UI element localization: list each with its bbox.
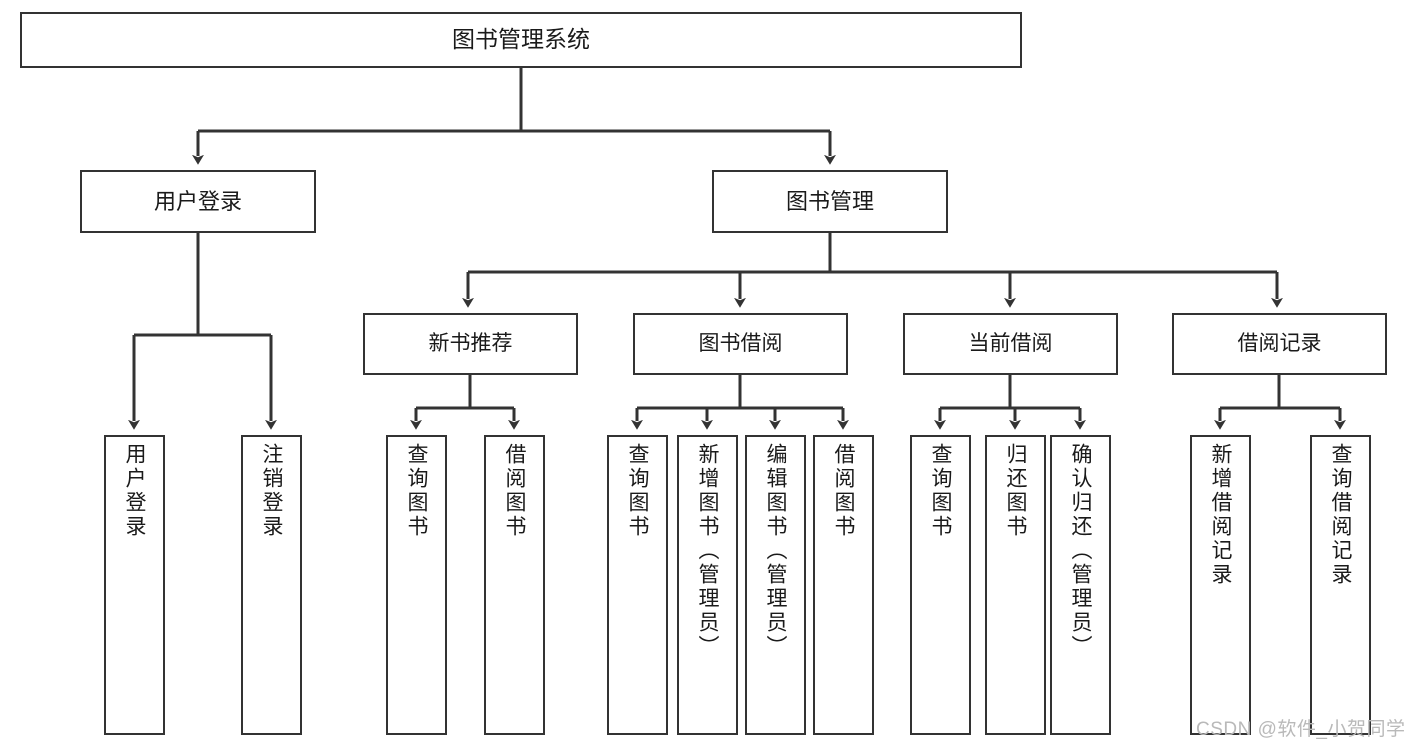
node-label: 当前借阅 [968, 331, 1053, 355]
leaf-return-books[interactable]: 归还图书 [985, 435, 1046, 735]
watermark-text: CSDN @软件_小贺同学 [1196, 719, 1405, 740]
node-label: 新增借阅记录 [1209, 443, 1232, 587]
node-label: 查询图书 [405, 443, 428, 539]
leaf-borrow-books-recommend[interactable]: 借阅图书 [484, 435, 545, 735]
node-root-system[interactable]: 图书管理系统 [20, 12, 1022, 68]
node-label: 新增图书（管理员） [696, 443, 719, 659]
node-label: 查询借阅记录 [1329, 443, 1352, 587]
node-label: 归还图书 [1004, 443, 1027, 539]
leaf-edit-book-admin[interactable]: 编辑图书（管理员） [745, 435, 806, 735]
node-label: 注销登录 [260, 443, 283, 539]
node-label: 图书管理系统 [452, 26, 590, 53]
node-label: 新书推荐 [428, 331, 513, 355]
leaf-logout[interactable]: 注销登录 [241, 435, 302, 735]
node-label: 确认归还（管理员） [1069, 443, 1092, 659]
leaf-query-books-borrow[interactable]: 查询图书 [607, 435, 668, 735]
leaf-query-books-recommend[interactable]: 查询图书 [386, 435, 447, 735]
node-label: 图书借阅 [698, 331, 783, 355]
node-label: 用户登录 [123, 443, 146, 539]
leaf-query-borrow-record[interactable]: 查询借阅记录 [1310, 435, 1371, 735]
node-book-borrow[interactable]: 图书借阅 [633, 313, 848, 375]
node-label: 借阅记录 [1237, 331, 1322, 355]
leaf-borrow-books[interactable]: 借阅图书 [813, 435, 874, 735]
node-user-login[interactable]: 用户登录 [80, 170, 316, 233]
node-book-management[interactable]: 图书管理 [712, 170, 948, 233]
node-label: 借阅图书 [832, 443, 855, 539]
watermark: CSDN @软件_小贺同学 [1196, 714, 1405, 741]
node-label: 查询图书 [626, 443, 649, 539]
leaf-query-books-current[interactable]: 查询图书 [910, 435, 971, 735]
node-current-borrow[interactable]: 当前借阅 [903, 313, 1118, 375]
node-label: 图书管理 [785, 188, 874, 214]
node-borrow-records[interactable]: 借阅记录 [1172, 313, 1387, 375]
leaf-user-login[interactable]: 用户登录 [104, 435, 165, 735]
node-label: 查询图书 [929, 443, 952, 539]
leaf-add-borrow-record[interactable]: 新增借阅记录 [1190, 435, 1251, 735]
leaf-add-book-admin[interactable]: 新增图书（管理员） [677, 435, 738, 735]
node-label: 借阅图书 [503, 443, 526, 539]
node-label: 编辑图书（管理员） [764, 443, 787, 659]
node-label: 用户登录 [153, 188, 242, 214]
leaf-confirm-return-admin[interactable]: 确认归还（管理员） [1050, 435, 1111, 735]
node-new-book-recommend[interactable]: 新书推荐 [363, 313, 578, 375]
